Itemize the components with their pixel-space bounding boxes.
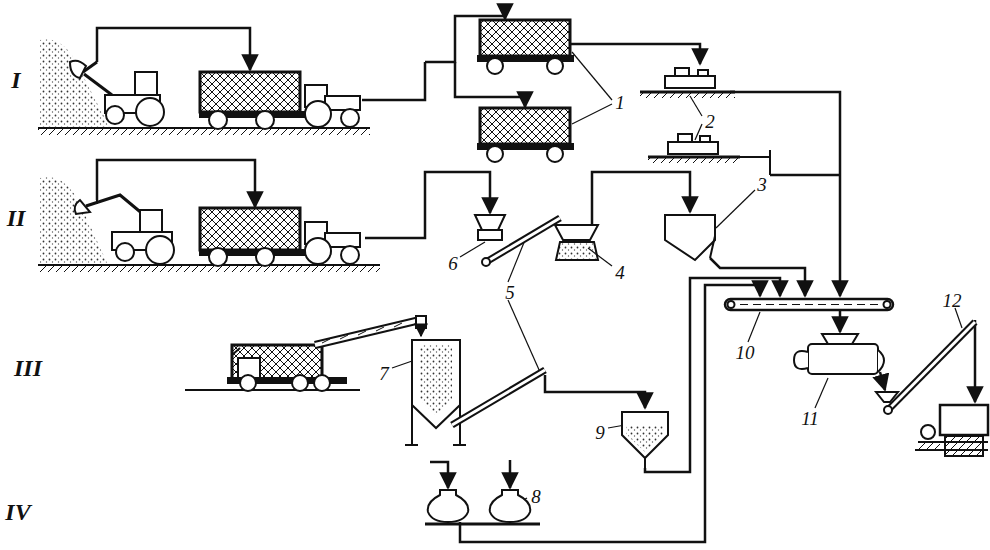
callout-number: 5 <box>503 282 517 303</box>
stage-numeral: IV <box>3 499 32 525</box>
loading-scene-III <box>185 299 988 470</box>
stage-numeral: I <box>9 67 22 93</box>
callout-number: 12 <box>941 290 964 311</box>
callout-number: 10 <box>734 342 757 363</box>
callout-number: 7 <box>377 363 391 384</box>
loading-scene-IV <box>425 460 540 524</box>
callout-number: 4 <box>613 262 627 283</box>
loading-scene-I <box>38 20 770 175</box>
callout-number: 11 <box>799 408 821 429</box>
loading-scene-II <box>38 177 715 272</box>
callout-number: 9 <box>593 422 607 443</box>
callout-number: 6 <box>446 253 460 274</box>
callout-number: 2 <box>703 111 717 132</box>
flow-lines <box>97 16 975 542</box>
callout-number: 1 <box>613 92 627 113</box>
callout-number: 3 <box>755 174 769 195</box>
stage-numeral: II <box>5 205 28 231</box>
leader-lines <box>392 52 962 503</box>
callout-number: 8 <box>529 486 543 507</box>
stage-numeral: III <box>12 355 44 381</box>
